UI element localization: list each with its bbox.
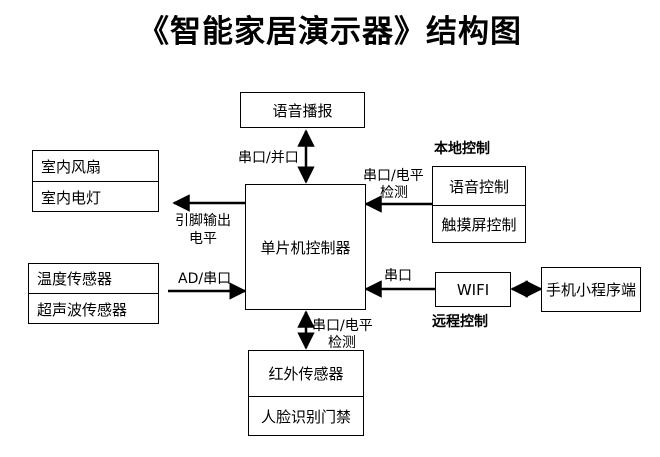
serial-parallel-label: 串口/并口 [238, 150, 299, 166]
input-sensors-group: 温度传感器 超声波传感器 [28, 263, 159, 324]
pin-output-label-line1: 引脚输出 [175, 213, 231, 229]
touch-control-cell: 触摸屏控制 [433, 205, 525, 243]
ir-sensor-cell: 红外传感器 [268, 365, 344, 383]
pin-output-label-line2: 电平 [189, 231, 217, 247]
output-devices-group: 室内风扇 室内电灯 [32, 150, 159, 212]
face-gate-cell: 人脸识别门禁 [249, 396, 363, 436]
voice-broadcast-label: 语音播报 [272, 101, 333, 120]
voice-broadcast-box: 语音播报 [240, 92, 365, 128]
serial-label: 串口 [384, 268, 412, 284]
mcu-box: 单片机控制器 [245, 184, 366, 310]
bottom-sensors-group: 红外传感器 人脸识别门禁 [248, 350, 364, 436]
wifi-box: WIFI [435, 272, 511, 307]
serial-level-bottom-label-line1: 串口/电平 [312, 318, 373, 334]
ad-serial-label: AD/串口 [178, 271, 232, 287]
wifi-label: WIFI [456, 280, 490, 299]
indoor-fan-cell: 室内风扇 [41, 157, 102, 176]
mcu-label: 单片机控制器 [260, 238, 351, 257]
indoor-light-cell: 室内电灯 [33, 181, 158, 212]
serial-level-top-label-line1: 串口/电平 [363, 168, 424, 184]
serial-level-bottom-label-line2: 检测 [328, 335, 356, 351]
temp-sensor-cell: 温度传感器 [37, 270, 113, 288]
voice-control-cell: 语音控制 [448, 177, 509, 196]
mini-program-box: 手机小程序端 [541, 267, 641, 312]
serial-level-top-label-line2: 检测 [380, 185, 408, 201]
local-control-heading: 本地控制 [434, 141, 490, 157]
page-title: 《智能家居演示器》结构图 [138, 14, 522, 50]
ultrasonic-sensor-cell: 超声波传感器 [29, 293, 158, 324]
remote-control-heading: 远程控制 [432, 314, 488, 330]
mini-program-label: 手机小程序端 [545, 281, 636, 299]
local-control-group: 语音控制 触摸屏控制 [432, 166, 526, 243]
